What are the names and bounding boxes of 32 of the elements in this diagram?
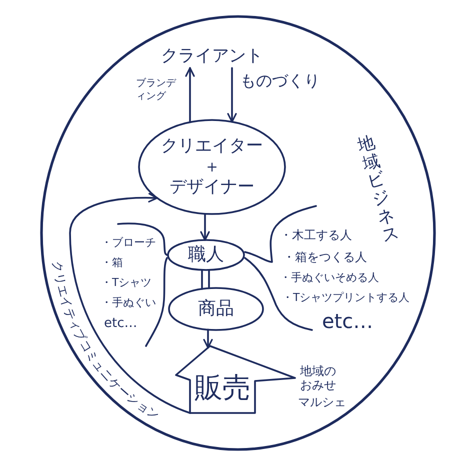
house-node	[175, 345, 296, 414]
node-text: ＋	[204, 156, 220, 178]
node-text: クリエイター	[161, 136, 263, 157]
list-item: ・Tシャツ	[101, 276, 152, 290]
list-item: ・箱をつくる人	[283, 250, 367, 264]
side-note: 地域のおみせ	[300, 364, 337, 393]
arrow	[227, 67, 237, 123]
outer-circle	[40, 15, 436, 451]
node-text: 販売	[194, 371, 250, 405]
list-item: ・木工する人	[280, 228, 352, 242]
edge-label: ブランディング	[136, 78, 178, 103]
list-item: ・手ぬぐい	[101, 296, 156, 310]
node-text: デザイナー	[170, 177, 254, 198]
ellipse-node	[168, 287, 264, 331]
side-note: マルシェ	[298, 395, 346, 410]
vertical-text: 地域ビジネス	[355, 134, 401, 246]
arrow	[185, 67, 195, 124]
list-item: ・手ぬぐいそめる人	[280, 271, 379, 284]
list-item: etc…	[322, 309, 374, 333]
list-item: ・Tシャツプリントする人	[282, 291, 410, 304]
arrow	[203, 328, 213, 349]
ellipse-node	[138, 119, 286, 215]
node-label: クライアント	[158, 44, 266, 68]
list-item: etc…	[104, 316, 138, 332]
arrow	[200, 212, 210, 241]
list-item: ・ブローチ	[101, 236, 156, 250]
double-line	[201, 269, 210, 290]
list-item: ・箱	[101, 256, 123, 270]
curved-arrow	[69, 193, 191, 414]
node-text: 職人	[188, 244, 224, 266]
node-text: 商品	[198, 298, 234, 320]
ellipse-node	[167, 239, 245, 271]
